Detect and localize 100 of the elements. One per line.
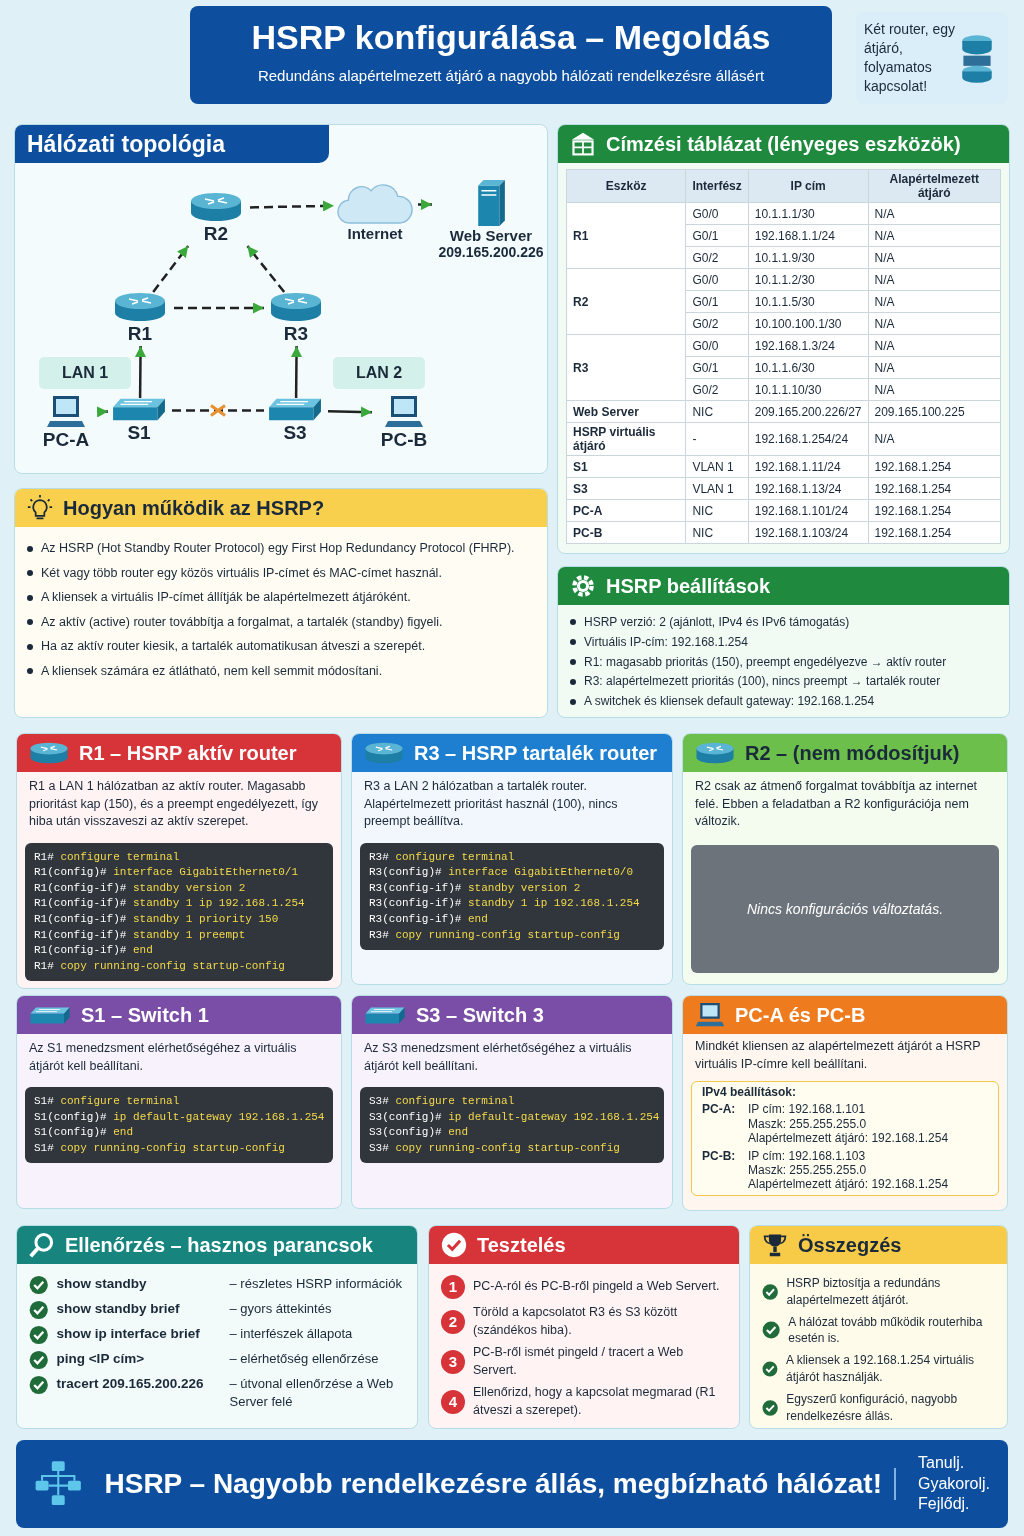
code-line: R1(config-if)# standby 1 priority 150 <box>34 911 280 927</box>
code-block <box>25 842 333 982</box>
footer-banner <box>16 1440 1008 1528</box>
code-line: R1(config)# interface GigabitEthernet0/1 <box>34 865 300 881</box>
network-tag: LAN 1 <box>39 357 131 389</box>
network-link <box>172 409 264 412</box>
bullet-text: Két vagy több router egy közös virtuális IP-címet és MAC-címet használ. <box>41 564 442 582</box>
info-panel <box>16 1225 418 1429</box>
network-link <box>327 406 373 418</box>
step-text: PC-A-ról és PC-B-ről pingeld a Web Servert. <box>473 1278 720 1296</box>
device-label: R3 <box>283 323 309 345</box>
command-text: ping <IP cím> <box>56 1350 146 1368</box>
column-header: Alapértelmezett átjáró <box>868 169 1001 203</box>
settings-card <box>691 1081 999 1196</box>
panel-title: Tesztelés <box>477 1233 566 1257</box>
summary-text: HSRP biztosítja a redundáns alapértelmezett átjárót. <box>786 1275 942 1309</box>
code-line: S1# configure terminal <box>34 1094 181 1109</box>
step-text: Ellenőrizd, hogy a kapcsolat megmarad (R1 átveszi a szerepet). <box>473 1384 717 1419</box>
table-cell: - <box>685 422 749 456</box>
code-line: S1# copy running-config startup-config <box>34 1140 286 1156</box>
callout-card <box>856 12 1008 104</box>
table-cell: N/A <box>868 422 1001 456</box>
bullet-text: A kliensek számára ez átlátható, nem kell semmit módosítani. <box>41 662 383 680</box>
network-tag: LAN 2 <box>333 357 425 389</box>
network-link <box>174 302 264 314</box>
device-label: PC-B: <box>702 1148 737 1165</box>
code-block <box>360 842 664 951</box>
device-label: Internet <box>347 225 403 242</box>
panel-title: R2 – (nem módosítjuk) <box>745 741 960 765</box>
code-line: R1# copy running-config startup-config <box>34 958 286 974</box>
subtitle: Redundáns alapértelmezett átjáró a nagyobb hálózati rendelkezésre állásért <box>256 67 766 85</box>
command-text: show ip interface brief <box>56 1325 201 1343</box>
device-label: R1 <box>127 323 153 345</box>
table-cell: N/A <box>868 202 1001 225</box>
network-link <box>291 346 302 398</box>
description-text: Az S1 menedzsment elérhetőségéhez a virtuális átjárót kell beállítani. <box>29 1040 298 1075</box>
device-label: S1 <box>127 422 151 444</box>
slogan-text: HSRP – Nagyobb rendelkezésre állás, megbízható hálózat! <box>104 1468 896 1500</box>
code-line: R3# configure terminal <box>369 849 516 865</box>
step-text: PC-B-ről ismét pingeld / tracert a Web Servert. <box>473 1344 685 1379</box>
command-description: – részletes HSRP információk <box>229 1275 403 1293</box>
settings-heading: IPv4 beállítások: <box>702 1085 798 1100</box>
table-cell: Web Server <box>566 400 686 423</box>
table-cell: 192.168.1.254 <box>868 499 1001 522</box>
code-block <box>360 1087 664 1164</box>
code-line: R1(config-if)# standby 1 preempt <box>34 927 247 943</box>
info-panel <box>14 124 548 474</box>
code-line: S1(config)# ip default-gateway 192.168.1.254 <box>34 1109 324 1125</box>
panel-title: Hogyan működik az HSRP? <box>63 496 325 520</box>
code-line: R3(config-if)# standby version 2 <box>369 880 582 896</box>
step-text: Töröld a kapcsolatot R3 és S3 között (szándékos hiba). <box>473 1304 679 1339</box>
panel-title: S3 – Switch 3 <box>416 1003 544 1027</box>
command-text: show standby <box>56 1275 148 1293</box>
summary-text: Egyszerű konfiguráció, nagyobb rendelkezésre állás. <box>786 1390 959 1425</box>
table-cell: 192.168.1.254 <box>868 521 1001 544</box>
column-header: Interfész <box>685 169 749 203</box>
panel-title: S1 – Switch 1 <box>81 1003 209 1027</box>
table-cell: N/A <box>868 246 1001 269</box>
table-cell: N/A <box>868 356 1001 379</box>
command-description: – gyors áttekintés <box>229 1300 333 1318</box>
page-title: HSRP konfigurálása – Megoldás <box>250 18 772 58</box>
placeholder-panel: Nincs konfigurációs változtatás. <box>691 844 999 973</box>
code-line: S3(config)# end <box>369 1125 470 1141</box>
bullet-text: Az aktív (active) router továbbítja a forgalmat, a tartalék (standby) figyeli. <box>41 613 443 631</box>
code-line: R1(config-if)# standby version 2 <box>34 880 247 896</box>
motto-text: Tanulj. Gyakorolj. Fejlődj. <box>918 1452 990 1515</box>
column-header: Eszköz <box>566 169 686 203</box>
table-cell: N/A <box>868 268 1001 291</box>
callout-text: Két router, egy átjáró, folyamatos kapcsolat! <box>864 20 956 96</box>
info-panel <box>351 733 673 985</box>
bullet-text: Az HSRP (Hot Standby Router Protocol) egy First Hop Redundancy Protocol (FHRP). <box>41 540 515 557</box>
code-line: S1(config)# end <box>34 1125 135 1141</box>
info-panel <box>749 1225 1008 1429</box>
command-text: show standby brief <box>56 1300 181 1318</box>
bullet-text: A kliensek a virtuális IP-címet állítják be alapértelmezett átjáróként. <box>41 589 411 606</box>
command-text: tracert 209.165.200.226 <box>56 1375 205 1393</box>
setting-line: IP cím: 192.168.1.103 <box>748 1148 867 1163</box>
table-cell: N/A <box>868 290 1001 313</box>
bullet-text: R3: alapértelmezett prioritás (100), nincs preempt → tartalék router <box>584 673 941 691</box>
bullet-text: Ha az aktív router kiesik, a tartalék automatikusan átveszi a szerepét. <box>41 638 426 655</box>
step-number: 1 <box>441 1275 465 1299</box>
bullet-text: R1: magasabb prioritás (150), preempt engedélyezve → aktív router <box>584 653 947 671</box>
network-link <box>246 245 286 293</box>
panel-title: PC-A és PC-B <box>735 1003 866 1027</box>
summary-text: A hálózat tovább működik routerhiba esetén is. <box>788 1313 984 1348</box>
table-cell: N/A <box>868 378 1001 401</box>
panel-title: Összegzés <box>798 1233 902 1257</box>
bullet-text: HSRP verzió: 2 (ajánlott, IPv4 és IPv6 támogatás) <box>584 614 850 631</box>
panel-title: Ellenőrzés – hasznos parancsok <box>65 1233 373 1257</box>
table-cell: R2 <box>566 268 686 335</box>
code-line: R1(config-if)# standby 1 ip 192.168.1.254 <box>34 896 306 912</box>
info-panel <box>557 566 1010 718</box>
device-label: PC-A: <box>702 1102 737 1119</box>
code-line: S3# configure terminal <box>369 1094 516 1109</box>
setting-line: Maszk: 255.255.255.0 <box>748 1116 868 1132</box>
code-line: R3(config)# interface GigabitEthernet0/0 <box>369 865 635 881</box>
description-text: R3 a LAN 2 hálózatban a tartalék router. Alapértelmezett prioritást használ (100), nincs preempt beállítva. <box>364 778 619 830</box>
network-link <box>135 346 146 398</box>
network-link <box>152 245 190 293</box>
device-label: S3 <box>283 422 307 444</box>
